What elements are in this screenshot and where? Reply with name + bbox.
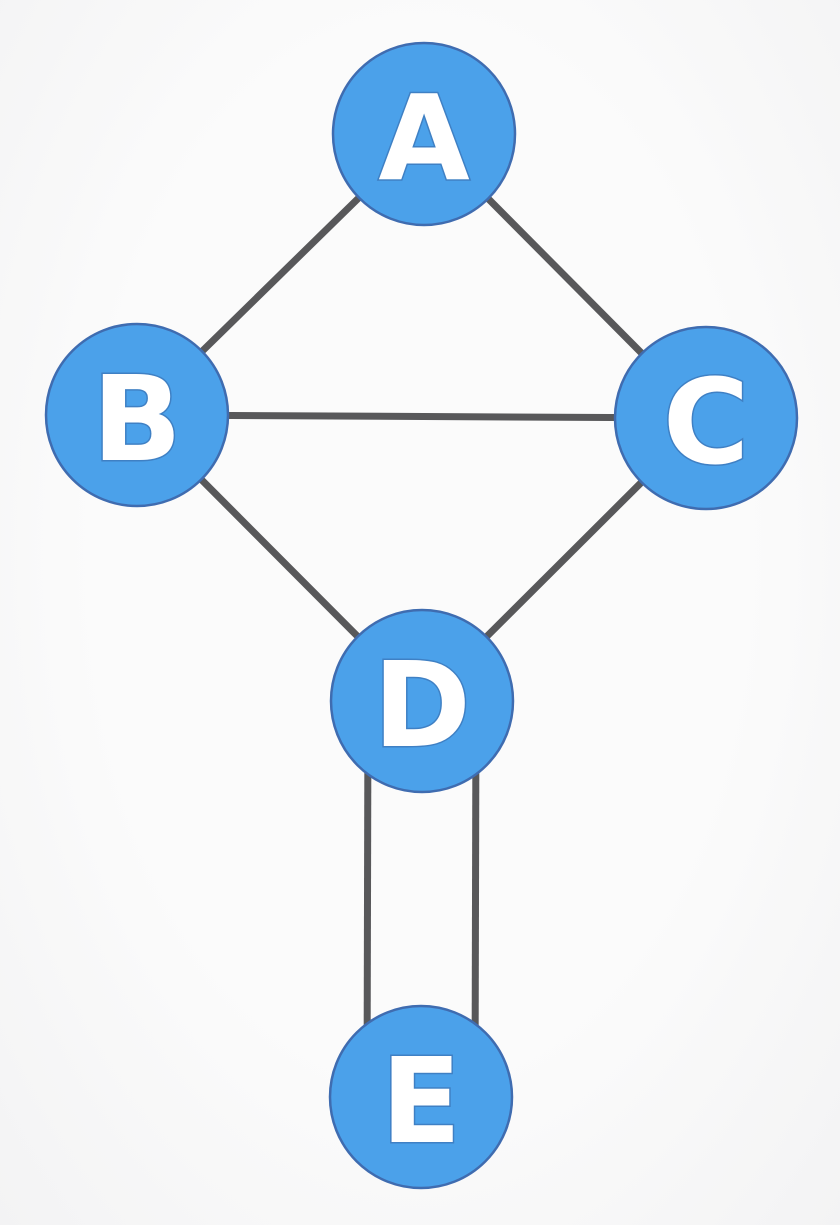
- nodes-layer: A B C D E: [44, 41, 799, 1190]
- node-A: A: [331, 41, 517, 227]
- node-label-C: C: [663, 353, 750, 491]
- node-label-D: D: [373, 636, 471, 774]
- node-circle-C: [613, 325, 799, 511]
- node-label-E: E: [381, 1032, 462, 1170]
- node-C: C: [613, 325, 799, 511]
- node-B: B: [44, 322, 230, 508]
- node-D: D: [329, 608, 515, 794]
- node-circle-B: [44, 322, 230, 508]
- node-circle-E: [328, 1004, 514, 1190]
- node-label-A: A: [378, 69, 469, 207]
- node-E: E: [328, 1004, 514, 1190]
- node-circle-A: [331, 41, 517, 227]
- node-circle-D: [329, 608, 515, 794]
- node-label-B: B: [92, 350, 182, 488]
- edge-B-C: [136, 411, 707, 422]
